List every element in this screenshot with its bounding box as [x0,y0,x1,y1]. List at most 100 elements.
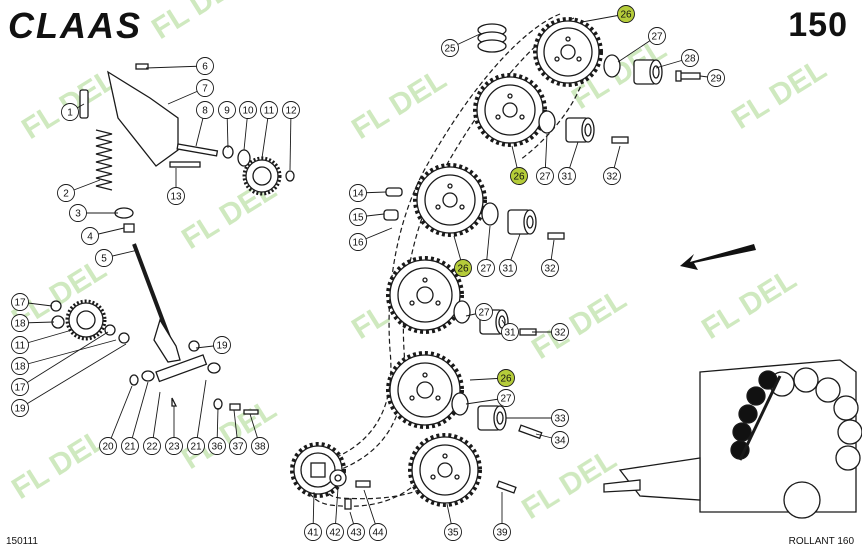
callout-label: 1 [67,108,73,119]
callout-label: 33 [554,414,566,425]
washer-17a [50,300,62,312]
callout-circle [349,208,367,226]
watermark-5: FL DEL [726,53,832,136]
bolt-32b [547,232,565,240]
callout-3: 3 [69,204,118,222]
watermark-text: FL DEL [526,283,632,366]
callout-highlight [454,259,472,277]
callout-11: 11 [11,329,73,354]
bearing-31a [565,117,595,143]
idler-sprocket-11b [65,299,107,341]
washer-27e [451,392,469,416]
tensioner-assembly [50,63,403,415]
claas-logo-graphic: CLAAS [8,5,142,46]
machine-inset [603,359,862,519]
watermark-9: FL DEL [526,283,632,366]
callout-circle [69,204,87,222]
callout-32: 32 [603,145,621,185]
spring-2 [95,129,113,191]
callout-6: 6 [145,57,214,75]
leader-line [195,379,207,447]
callout-27: 27 [465,389,515,407]
callout-circle [143,437,161,455]
callout-label: 12 [285,106,297,117]
roller-4 [833,395,859,421]
watermark-10: FL DEL [696,263,802,346]
callout-31: 31 [501,319,519,341]
key-43 [344,498,352,510]
washer-27c [481,202,499,226]
callout-label: 11 [15,341,26,352]
callout-circle [551,431,569,449]
pickup [618,457,701,501]
callout-34: 34 [535,431,569,449]
washer-17b [104,324,116,336]
roller-6 [835,445,861,471]
bearing-31b [507,209,537,235]
callout-label: 20 [102,442,114,453]
callout-19: 19 [195,336,231,354]
clip-23 [171,397,178,407]
callout-10: 10 [239,101,257,151]
callout-25: 25 [441,33,481,57]
callout-label: 23 [168,442,180,453]
rod-5 [132,243,172,341]
callout-label: 27 [500,394,512,405]
callout-label: 8 [202,106,208,117]
callout-label: 21 [190,442,202,453]
washer-19b [188,340,200,352]
bolt-38 [243,409,259,415]
callout-label: 34 [554,436,566,447]
washer-27d [453,300,471,324]
callout-circle [369,523,387,541]
callout-circle [229,437,247,455]
callout-27: 27 [477,225,495,277]
bolt-34 [518,424,543,440]
callout-circle [499,259,517,277]
callout-label: 9 [224,106,230,117]
roller-3 [815,377,841,403]
callout-circle [304,523,322,541]
callout-label: 37 [232,442,244,453]
leader-line [107,385,133,447]
callout-circle [477,259,495,277]
callout-32: 32 [532,323,569,341]
callout-label: 26 [620,10,632,21]
callout-label: 31 [502,264,514,275]
callout-17: 17 [11,331,109,396]
callout-circle [349,184,367,202]
callout-label: 31 [561,172,573,183]
callout-circle [707,69,725,87]
callout-12: 12 [282,101,300,171]
callout-label: 19 [216,341,228,352]
callout-circle [558,167,576,185]
brand-text: CLAAS [8,5,142,45]
callout-38: 38 [249,413,269,455]
callout-circle [99,437,117,455]
callout-label: 18 [14,362,26,373]
callout-circle [121,437,139,455]
callout-label: 13 [170,192,182,203]
washer-27a [603,54,621,78]
callout-23: 23 [165,406,183,455]
callout-label: 26 [513,172,525,183]
callout-26: 26 [453,235,472,277]
callout-label: 14 [352,189,364,200]
callout-label: 28 [684,54,696,65]
callout-label: 15 [352,213,364,224]
leader-line [19,329,73,346]
callout-label: 35 [447,528,459,539]
bolt-44 [355,480,371,488]
leader-line [129,381,149,447]
watermark-text: FL DEL [6,423,112,506]
leader-line [19,343,127,409]
callout-label: 32 [554,328,566,339]
callout-26: 26 [469,369,515,387]
callout-label: 25 [444,44,456,55]
callout-circle [251,437,269,455]
washer-42 [329,469,347,487]
watermark-11: FL DEL [6,423,112,506]
callout-label: 16 [352,238,364,249]
